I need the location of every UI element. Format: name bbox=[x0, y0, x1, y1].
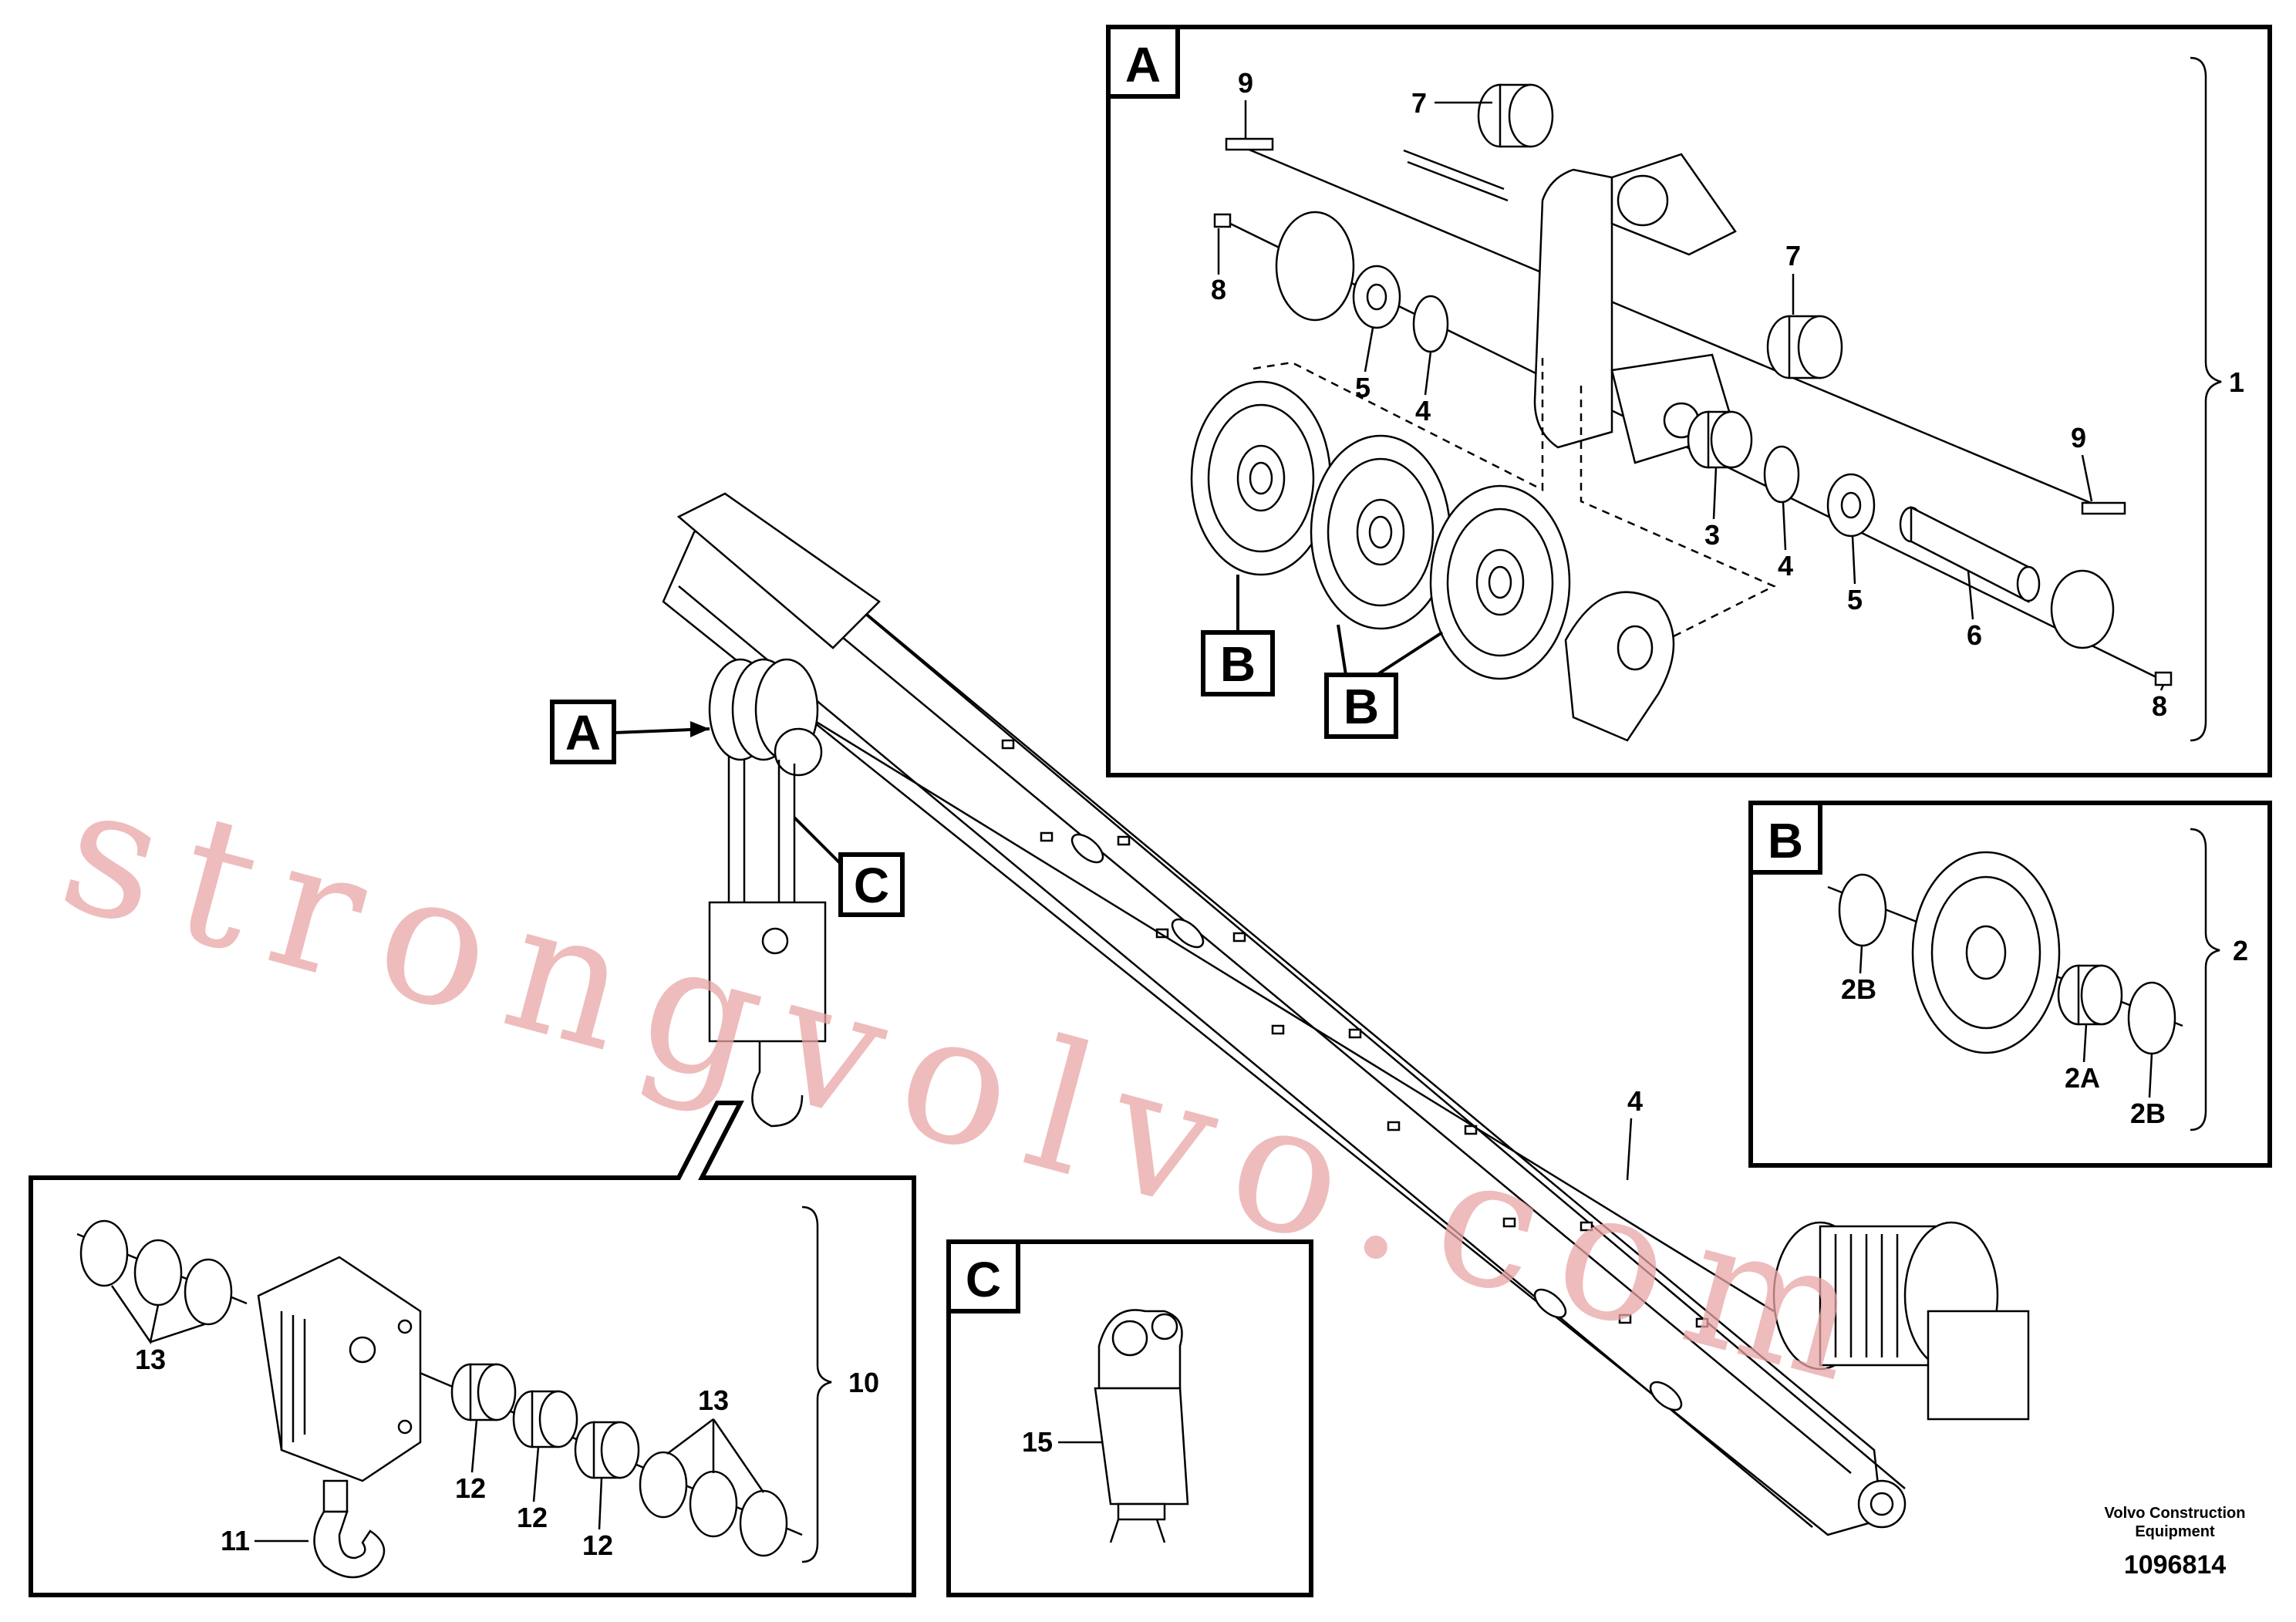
wire-rope bbox=[770, 693, 1775, 1313]
callout-8-right: 8 bbox=[2152, 690, 2167, 722]
hook-11 bbox=[313, 1479, 386, 1579]
sheave-tag-b-2: B bbox=[1324, 624, 1444, 739]
svg-text:B: B bbox=[1220, 636, 1256, 692]
needle-bushing-top bbox=[1477, 83, 1554, 148]
callout-12-b: 12 bbox=[517, 1502, 548, 1533]
callout-4-main: 4 bbox=[1627, 1085, 1643, 1117]
ring-13-a bbox=[79, 1219, 129, 1287]
sheave-2 bbox=[1310, 434, 1451, 630]
group-bracket-2 bbox=[2190, 828, 2220, 1131]
callout-2b-left: 2B bbox=[1841, 973, 1876, 1005]
callout-9-right: 9 bbox=[2071, 422, 2086, 454]
needle-bushing-mid bbox=[1766, 315, 1843, 379]
sheave-detail-b bbox=[1911, 851, 2061, 1054]
detail-tag-a-main: A bbox=[550, 700, 710, 764]
group-bracket-10 bbox=[801, 1206, 832, 1563]
detail-tag-c-main: C bbox=[793, 816, 905, 917]
detail-c-tag: C bbox=[966, 1252, 1001, 1307]
detail-hook-block: 10 bbox=[29, 1101, 916, 1597]
ring-right bbox=[1763, 445, 1800, 504]
footer-block: Volvo Construction Equipment 1096814 bbox=[2105, 1505, 2246, 1580]
detail-b: B 2 2B 2A 2B bbox=[1748, 801, 2272, 1168]
detail-a-frame bbox=[1106, 25, 2272, 777]
callout-3: 3 bbox=[1704, 519, 1720, 551]
hook-block-main bbox=[708, 901, 827, 1128]
bearing-12-c bbox=[574, 1421, 640, 1479]
callout-4-right: 4 bbox=[1778, 550, 1793, 582]
boom-bolt-holes bbox=[1001, 739, 1709, 1328]
detail-c: C 15 bbox=[946, 1239, 1313, 1597]
svg-text:C: C bbox=[854, 858, 889, 913]
bearing-2a bbox=[2057, 964, 2123, 1026]
end-plate bbox=[2050, 569, 2115, 649]
callout-2b-right: 2B bbox=[2130, 1098, 2166, 1129]
group-bracket-1 bbox=[2190, 56, 2222, 742]
shaft-6 bbox=[1899, 505, 2041, 604]
ring-13-b bbox=[133, 1239, 183, 1307]
sheave-block-main bbox=[708, 658, 823, 777]
group-callout-1: 1 bbox=[2229, 366, 2244, 398]
brand-line-1: Volvo Construction bbox=[2105, 1505, 2246, 1522]
bearing-12-b bbox=[512, 1390, 578, 1448]
detail-a-tag: A bbox=[1125, 37, 1161, 93]
callout-6: 6 bbox=[1967, 619, 1982, 651]
retaining-ring-right bbox=[2127, 981, 2176, 1055]
detail-b-tag: B bbox=[1768, 813, 1803, 868]
ring-left bbox=[1412, 295, 1449, 353]
boom-tip bbox=[676, 492, 881, 649]
sheave-1 bbox=[1190, 380, 1332, 576]
hook-block-body bbox=[257, 1256, 422, 1482]
pin-right bbox=[2081, 501, 2126, 515]
svg-text:A: A bbox=[565, 705, 601, 760]
bearing-12-a bbox=[450, 1363, 517, 1421]
brand-line-2: Equipment bbox=[2135, 1523, 2215, 1540]
pin-upper bbox=[1225, 137, 1274, 151]
detail-b-frame bbox=[1748, 801, 2272, 1168]
callout-12-c: 12 bbox=[582, 1529, 613, 1561]
callout-9-upper: 9 bbox=[1238, 67, 1253, 99]
drawing-number: 1096814 bbox=[2124, 1550, 2226, 1580]
callout-15: 15 bbox=[1022, 1426, 1053, 1458]
sheave-3 bbox=[1429, 484, 1571, 680]
callout-2a: 2A bbox=[2065, 1062, 2100, 1094]
bearing-3 bbox=[1687, 410, 1753, 469]
detail-hook-frame bbox=[29, 1101, 916, 1597]
callout-11: 11 bbox=[221, 1525, 250, 1556]
detail-c-frame bbox=[946, 1239, 1313, 1597]
callout-12-a: 12 bbox=[455, 1472, 486, 1504]
screw-right bbox=[2154, 671, 2173, 686]
screw-left bbox=[1213, 213, 1232, 228]
winch bbox=[1772, 1221, 2030, 1421]
group-callout-2: 2 bbox=[2233, 935, 2248, 966]
callout-4-left: 4 bbox=[1415, 395, 1431, 427]
callout-5-left: 5 bbox=[1355, 372, 1371, 403]
lower-bracket bbox=[1564, 591, 1675, 742]
ring-13-f bbox=[739, 1489, 788, 1557]
bracket-15 bbox=[1094, 1309, 1189, 1543]
callout-7-mid: 7 bbox=[1785, 240, 1801, 271]
callout-13-right: 13 bbox=[698, 1384, 729, 1416]
ring-13-e bbox=[689, 1470, 738, 1538]
ring-13-d bbox=[639, 1451, 688, 1519]
boom-assembly: A C 4 bbox=[550, 492, 2030, 1536]
callout-5-right: 5 bbox=[1847, 584, 1863, 615]
callout-13-left: 13 bbox=[135, 1344, 166, 1375]
cover-plate-left bbox=[1275, 211, 1355, 322]
detail-a: A 1 bbox=[1106, 25, 2272, 777]
sheave-tag-b-1: B bbox=[1201, 575, 1275, 696]
svg-text:B: B bbox=[1344, 679, 1379, 734]
ring-13-c bbox=[184, 1258, 233, 1326]
retaining-ring-left bbox=[1838, 873, 1887, 947]
group-callout-10: 10 bbox=[848, 1367, 879, 1398]
callout-7-top: 7 bbox=[1411, 87, 1427, 119]
sheave-frame bbox=[1403, 149, 1737, 464]
callout-8-left: 8 bbox=[1211, 274, 1226, 305]
